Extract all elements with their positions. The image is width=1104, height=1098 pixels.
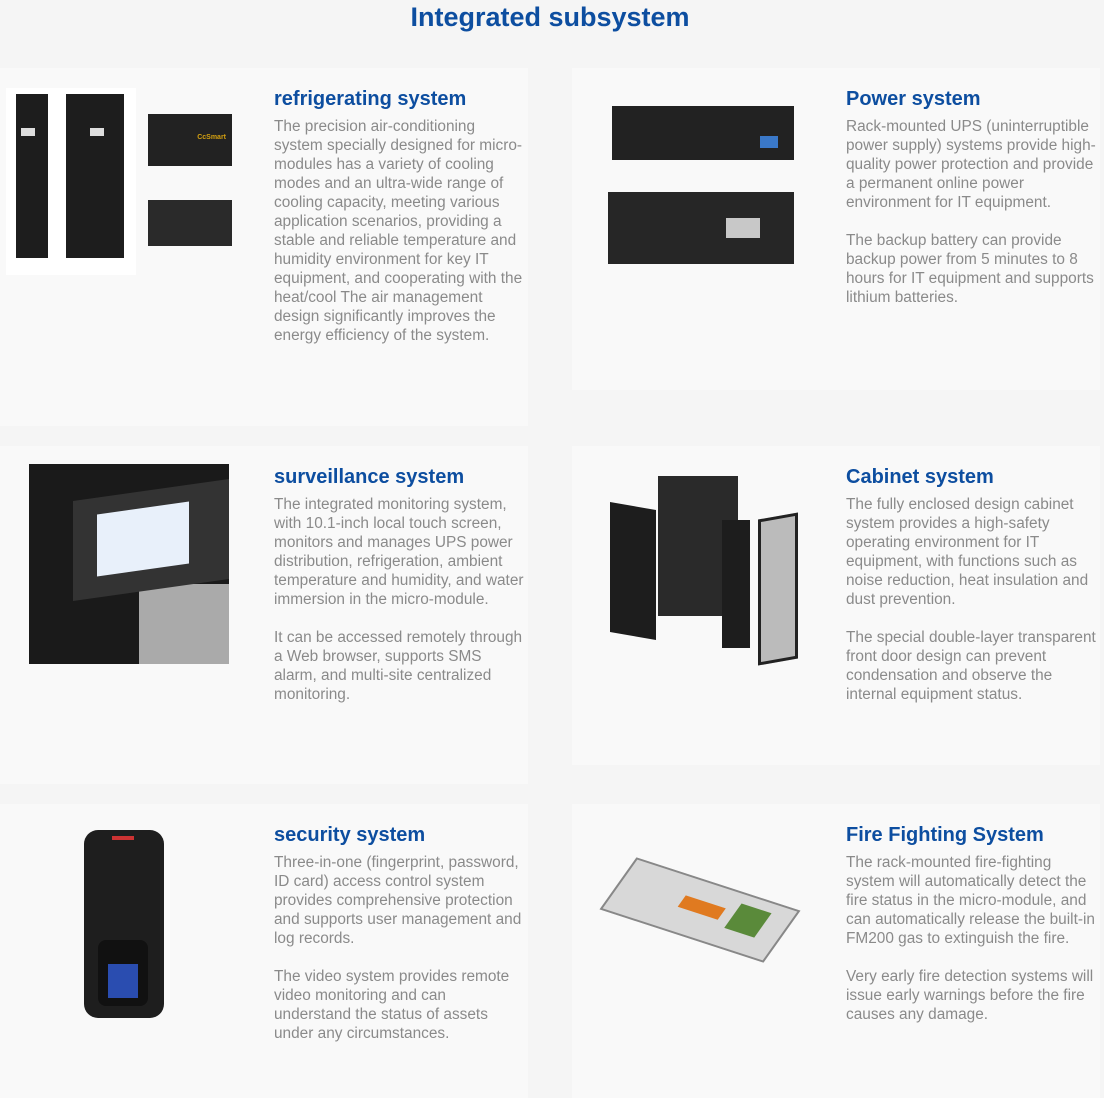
refrigerating-system-card: CcSmart refrigerating system The precisi… — [0, 68, 528, 426]
touch-screen-image — [29, 464, 229, 664]
section-paragraph: Three-in-one (fingerprint, password, ID … — [274, 854, 522, 947]
section-title: surveillance system — [274, 466, 465, 488]
air-conditioner-image — [6, 88, 136, 275]
section-title: Fire Fighting System — [846, 824, 1044, 846]
page-title: Integrated subsystem — [410, 2, 690, 32]
security-system-card: security system Three-in-one (fingerprin… — [0, 804, 528, 1098]
section-paragraph: The backup battery can provide backup po… — [846, 232, 1094, 306]
brand-label: CcSmart — [197, 134, 226, 141]
fire-suppression-unit-image — [599, 857, 801, 963]
fire-fighting-system-card: Fire Fighting System The rack-mounted fi… — [572, 804, 1100, 1098]
section-title: refrigerating system — [274, 88, 467, 110]
power-system-card: Power system Rack-mounted UPS (uninterru… — [572, 68, 1100, 390]
surveillance-system-card: surveillance system The integrated monit… — [0, 446, 528, 784]
access-control-image — [84, 830, 164, 1018]
section-title: security system — [274, 824, 426, 846]
cabinet-exploded-image — [610, 476, 798, 666]
outdoor-unit-image-2 — [148, 200, 232, 246]
section-paragraph: The integrated monitoring system, with 1… — [274, 496, 524, 608]
section-paragraph: The rack-mounted fire-fighting system wi… — [846, 854, 1095, 947]
section-paragraph: The precision air-conditioning system sp… — [274, 118, 523, 344]
section-paragraph: The special double-layer transparent fro… — [846, 629, 1096, 703]
outdoor-unit-image: CcSmart — [148, 114, 232, 166]
ups-image — [612, 106, 794, 160]
cabinet-system-card: Cabinet system The fully enclosed design… — [572, 446, 1100, 765]
ups-rack-image — [608, 192, 794, 264]
section-paragraph: The fully enclosed design cabinet system… — [846, 496, 1089, 608]
section-paragraph: It can be accessed remotely through a We… — [274, 629, 523, 703]
section-paragraph: Very early fire detection systems will i… — [846, 968, 1094, 1023]
section-paragraph: The video system provides remote video m… — [274, 968, 510, 1042]
section-paragraph: Rack-mounted UPS (uninterruptible power … — [846, 118, 1096, 211]
section-title: Cabinet system — [846, 466, 994, 488]
section-title: Power system — [846, 88, 981, 110]
